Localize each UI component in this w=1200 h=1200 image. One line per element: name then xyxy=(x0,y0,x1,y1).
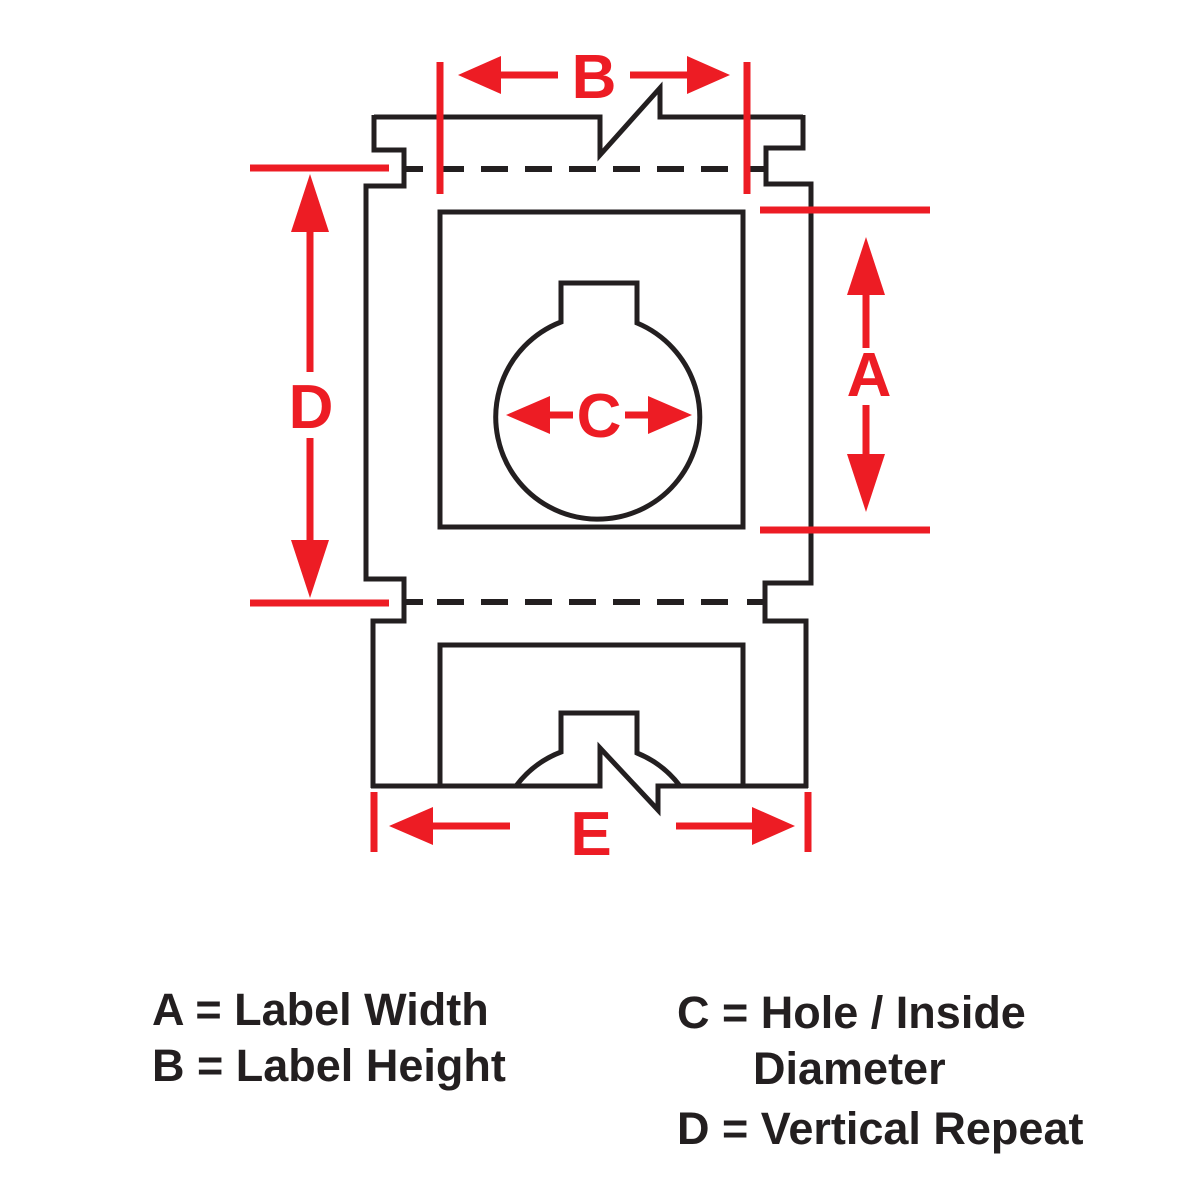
arrow-down-head-icon xyxy=(847,454,885,512)
arrow-down-head-icon xyxy=(291,540,329,598)
label-die-cut-partial xyxy=(437,642,746,788)
arrow-left-head-icon xyxy=(458,56,501,94)
keyhole-cutout xyxy=(493,280,703,522)
arrow-up-head-icon xyxy=(291,174,329,232)
dimension-e-letter: E xyxy=(570,800,611,869)
dimension-a: A xyxy=(760,206,930,534)
legend-c-line1: C = Hole / Inside xyxy=(677,987,1026,1038)
dimension-a-letter: A xyxy=(847,341,892,410)
arrow-right-head-icon xyxy=(648,396,692,434)
arrow-up-head-icon xyxy=(847,237,885,295)
arrow-right-head-icon xyxy=(687,56,730,94)
label-outline-partial xyxy=(437,642,746,784)
dimension-c: C xyxy=(506,382,692,451)
liner-outline xyxy=(363,81,814,817)
legend: A = Label Width B = Label Height C = Hol… xyxy=(152,984,1083,1154)
dimension-d-letter: D xyxy=(289,373,334,442)
legend-d: D = Vertical Repeat xyxy=(677,1103,1083,1154)
liner-bottom-edge-with-break xyxy=(371,741,808,817)
legend-b: B = Label Height xyxy=(152,1040,506,1091)
arrow-left-head-icon xyxy=(506,396,550,434)
label-die-cut xyxy=(437,209,746,530)
dimension-c-letter: C xyxy=(577,382,622,451)
dimension-b-letter: B xyxy=(572,43,617,112)
legend-c-line2: Diameter xyxy=(753,1043,946,1094)
liner-right-edge xyxy=(762,115,814,788)
label-outline xyxy=(437,209,746,530)
legend-a: A = Label Width xyxy=(152,984,489,1035)
dimension-e: E xyxy=(370,792,812,869)
keyhole-cutout-partial xyxy=(514,710,682,788)
dimension-d: D xyxy=(250,164,389,607)
dimension-b: B xyxy=(436,43,751,194)
arrow-left-head-icon xyxy=(389,807,433,845)
arrow-right-head-icon xyxy=(752,807,795,845)
liner-left-edge xyxy=(363,115,407,788)
liner-top-edge-with-break xyxy=(374,81,803,162)
